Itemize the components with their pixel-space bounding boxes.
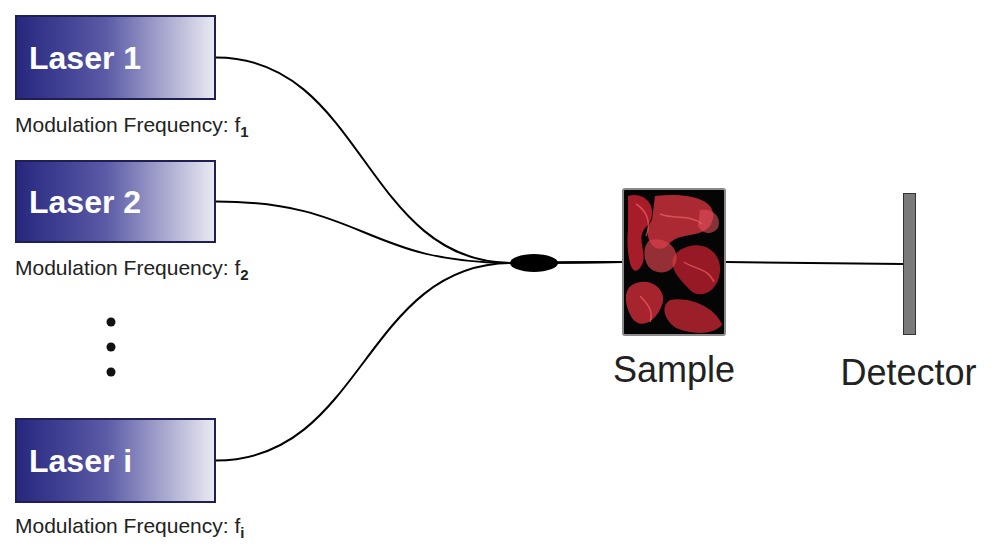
detector-label: Detector <box>840 353 976 393</box>
modulation-label: Modulation Frequency: f2 <box>15 255 249 284</box>
sample-box: Sample <box>622 188 726 336</box>
detector-bar: Detector <box>903 193 916 335</box>
laser-name: Laser i <box>29 445 132 477</box>
fiber-coupler <box>510 254 558 272</box>
fiber-line <box>726 262 903 264</box>
laser-box: Laser 1Modulation Frequency: f1 <box>15 15 216 100</box>
fiber-line <box>216 202 622 264</box>
laser-box: Laser 2Modulation Frequency: f2 <box>15 160 216 243</box>
modulation-label: Modulation Frequency: fi <box>15 513 244 542</box>
sample-texture <box>626 195 722 333</box>
ellipsis-dots <box>107 318 116 377</box>
laser-box: Laser iModulation Frequency: fi <box>15 418 216 503</box>
sample-label: Sample <box>613 350 735 390</box>
fiber-line <box>216 262 622 461</box>
laser-name: Laser 1 <box>29 42 141 74</box>
laser-name: Laser 2 <box>29 186 141 218</box>
fiber-line <box>216 58 622 264</box>
sample-image <box>624 190 724 334</box>
modulation-label: Modulation Frequency: f1 <box>15 112 249 141</box>
